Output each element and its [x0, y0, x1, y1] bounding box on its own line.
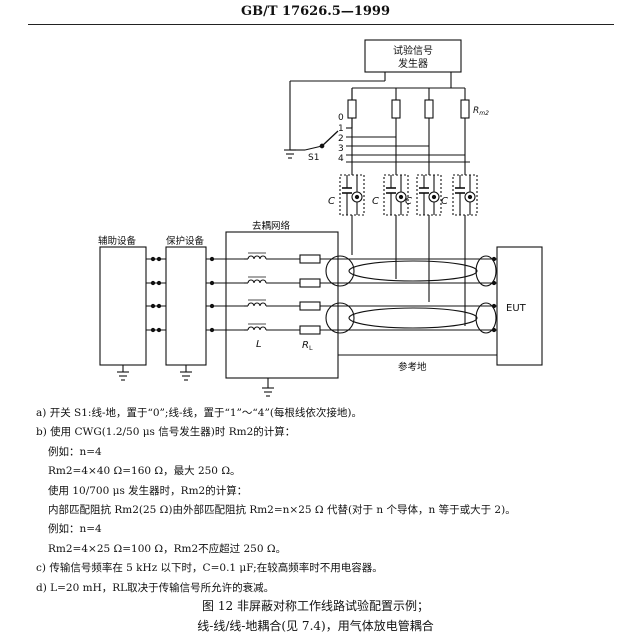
signal-lines	[146, 215, 497, 335]
switch-label: S1	[308, 153, 319, 163]
rm2-label: Rm2	[473, 106, 489, 117]
pos-1: 1	[338, 124, 344, 134]
protection-box	[165, 246, 207, 366]
figure-caption-line-2: 线-线/线-地耦合(见 7.4)，用气体放电管耦合	[197, 619, 434, 633]
resistor-rl-label: RL	[302, 340, 313, 352]
cap-label-4: C	[441, 196, 448, 207]
aux-equipment-box	[99, 246, 147, 366]
pos-3: 3	[338, 144, 344, 154]
pos-0: 0	[338, 113, 344, 123]
coupling-branch-2: C	[372, 174, 409, 216]
generator-label-2: 发生器	[398, 57, 428, 70]
note-a: a) 开关 S1:线-地，置于“0”;线-线，置于“1”～“4”(每根线依次接地…	[36, 407, 363, 419]
cap-label-2: C	[372, 196, 379, 207]
cap-label-3: C	[405, 196, 412, 207]
aux-label: 辅助设备	[98, 235, 137, 247]
figure-caption-line-1: 图 12 非屏蔽对称工作线路试验配置示例；	[202, 599, 429, 613]
inductor-label: L	[256, 339, 262, 350]
reference-ground-label: 参考地	[398, 361, 427, 373]
protection-label: 保护设备	[166, 235, 205, 247]
note-b-line-2: 使用 10/700 μs 发生器时，Rm2的计算：	[48, 484, 248, 497]
decoupling-network-box	[225, 231, 339, 379]
note-b-calc-1: Rm2=4×40 Ω=160 Ω，最大 250 Ω。	[48, 465, 241, 478]
pos-2: 2	[338, 134, 344, 144]
note-b-calc-2: Rm2=4×25 Ω=100 Ω，Rm2不应超过 250 Ω。	[48, 542, 287, 555]
pos-4: 4	[338, 154, 344, 164]
rm2-resistors	[347, 88, 470, 155]
note-b-example-2: 例如：n=4	[48, 523, 102, 536]
note-b-example-1: 例如：n=4	[48, 445, 102, 458]
figure-notes: a) 开关 S1:线-地，置于“0”;线-线，置于“1”～“4”(每根线依次接地…	[36, 404, 626, 598]
coupling-branch-4: C	[441, 174, 478, 216]
eut-label: EUT	[506, 303, 527, 314]
note-d: d) L=20 mH，RL取决于传输信号所允许的衰减。	[36, 581, 275, 594]
eut-box	[496, 246, 543, 366]
decoupling-label: 去耦网络	[252, 220, 291, 232]
note-b: b) 使用 CWG(1.2/50 μs 信号发生器)时 Rm2的计算：	[36, 426, 296, 439]
coupling-branch-1: C	[328, 174, 365, 216]
note-c: c) 传输信号频率在 5 kHz 以下时，C=0.1 μF;在较高频率时不用电容…	[36, 562, 383, 575]
generator-box	[364, 39, 462, 73]
conductor-2	[146, 215, 497, 288]
conductor-4	[146, 215, 497, 335]
coupling-branch-3: C	[405, 174, 442, 216]
cap-label-1: C	[328, 196, 335, 207]
conductor-1	[146, 215, 497, 264]
conductor-3	[146, 215, 497, 311]
twisted-pair-2	[325, 302, 497, 334]
twisted-pair-1	[325, 255, 497, 287]
note-b-line-3: 内部匹配阻抗 Rm2(25 Ω)由外部匹配阻抗 Rm2=n×25 Ω 代替(对于…	[48, 504, 516, 517]
generator-label-1: 试验信号	[393, 44, 433, 57]
header-rule	[28, 24, 614, 25]
circuit-diagram: 试验信号 发生器 S1 0 1 2 3 4	[98, 39, 543, 397]
page-header: GB/T 17626.5—1999	[240, 4, 391, 19]
